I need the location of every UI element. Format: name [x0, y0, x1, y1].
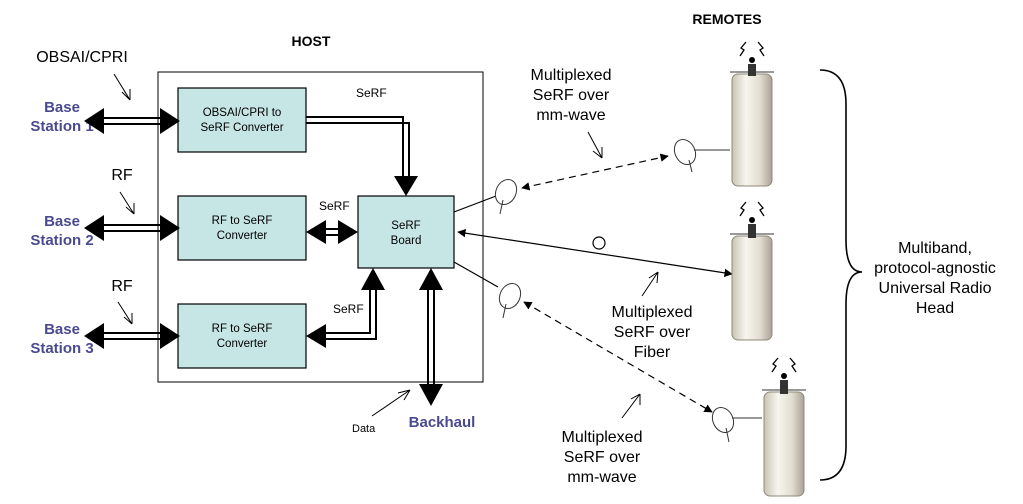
input-arrow-3: [84, 323, 180, 349]
board-line2: Board: [391, 235, 422, 247]
bs1-line2: Station 1: [30, 118, 93, 135]
backhaul-label: Backhaul: [409, 414, 476, 431]
link-bot-pointer: [621, 393, 641, 419]
remote-radio-2: [730, 201, 774, 341]
link-mid: [457, 228, 733, 278]
input-pointers: [113, 73, 135, 325]
conv3-to-board-link: [306, 268, 385, 348]
urh-line4: Head: [916, 300, 954, 317]
data-pointer: [371, 389, 411, 417]
rf-label-2: RF: [111, 167, 133, 184]
bs1-line1: Base: [44, 99, 80, 116]
serf-label-top: SeRF: [356, 86, 387, 100]
conv2-to-board-link: [306, 220, 358, 244]
dish-antenna-1: [494, 178, 518, 215]
link-mid-pointer: [641, 271, 659, 297]
link-bot-line1: Multiplexed: [562, 429, 643, 446]
converter-rf2-box: RF to SeRF Converter: [177, 195, 307, 261]
bs3-line2: Station 3: [30, 340, 93, 357]
backhaul-link: [419, 268, 443, 406]
bs2-line1: Base: [44, 213, 80, 230]
link-bot: [453, 261, 713, 413]
serf-label-mid: SeRF: [319, 199, 350, 213]
board-line1: SeRF: [391, 220, 420, 232]
input-arrow-2: [84, 215, 180, 241]
remote-radio-3: [762, 357, 806, 497]
link-top-pointer: [587, 131, 603, 159]
link-bot-line3: mm-wave: [567, 469, 636, 486]
dish-antenna-3: [498, 282, 522, 319]
converter-obsai-box: OBSAI/CPRI to SeRF Converter: [177, 87, 307, 153]
bs2-line2: Station 2: [30, 232, 93, 249]
link-mid-line2: SeRF over: [614, 324, 691, 341]
rf-label-3: RF: [111, 278, 133, 295]
urh-line2: protocol-agnostic: [874, 260, 996, 277]
link-top: [453, 153, 669, 213]
link-top-line1: Multiplexed: [531, 67, 612, 84]
dish-antenna-4: [711, 406, 762, 443]
converter1-line1: OBSAI/CPRI to: [203, 107, 282, 119]
data-label: Data: [352, 423, 376, 435]
link-mid-line1: Multiplexed: [612, 304, 693, 321]
dish-antenna-2: [673, 138, 730, 173]
link-bot-line2: SeRF over: [564, 449, 641, 466]
remotes-title: REMOTES: [692, 11, 761, 27]
obsai-label: OBSAI/CPRI: [36, 49, 128, 66]
input-arrow-1: [84, 108, 180, 134]
link-top-line2: SeRF over: [533, 87, 610, 104]
bs3-line1: Base: [44, 321, 80, 338]
conv1-to-board-link: [306, 116, 418, 196]
converter-rf3-box: RF to SeRF Converter: [177, 303, 307, 369]
urh-line1: Multiband,: [898, 240, 972, 257]
converter1-line2: SeRF Converter: [200, 122, 283, 134]
host-title: HOST: [292, 33, 331, 49]
converter3-line1: RF to SeRF: [212, 323, 273, 335]
remotes-brace: [819, 69, 863, 481]
serf-label-low: SeRF: [333, 302, 364, 316]
urh-line3: Universal Radio: [879, 280, 992, 297]
remote-radio-1: [730, 41, 774, 187]
link-top-line3: mm-wave: [536, 107, 605, 124]
link-mid-line3: Fiber: [634, 344, 671, 361]
converter2-line1: RF to SeRF: [212, 215, 273, 227]
converter2-line2: Converter: [217, 230, 268, 242]
serf-board-box: SeRF Board: [357, 195, 455, 269]
converter3-line2: Converter: [217, 338, 268, 350]
